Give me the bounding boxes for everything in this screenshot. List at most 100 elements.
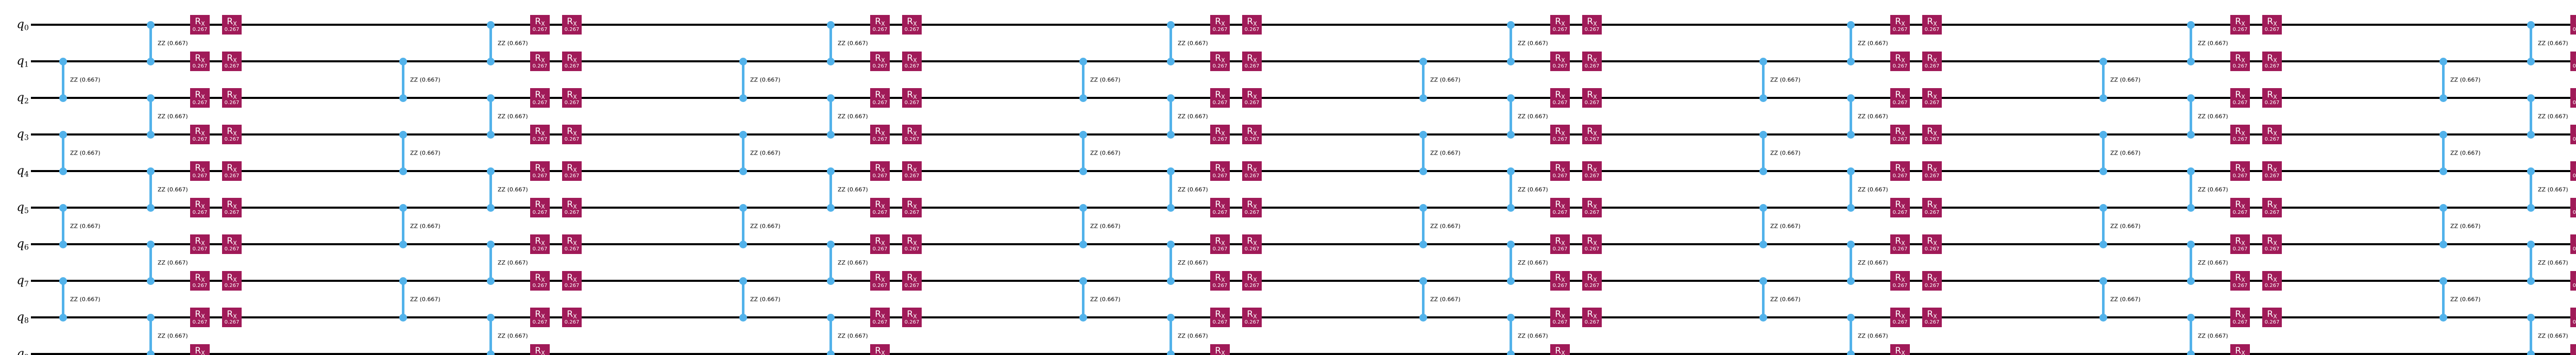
zz-control-dot-upper[interactable] bbox=[1507, 167, 1515, 175]
zz-control-dot-upper[interactable] bbox=[1167, 94, 1175, 102]
rx-gate-p0-rx-layer-1-q9[interactable]: RX0.533 bbox=[190, 344, 210, 355]
zz-control-dot-upper[interactable] bbox=[399, 204, 407, 212]
zz-control-dot-lower[interactable] bbox=[1079, 94, 1087, 102]
rx-gate-p7-rx-layer-1-q0[interactable]: RX0.267 bbox=[2570, 15, 2576, 35]
zz-control-dot-upper[interactable] bbox=[1079, 130, 1087, 139]
zz-control-dot-lower[interactable] bbox=[1847, 130, 1855, 139]
zz-control-dot-upper[interactable] bbox=[59, 130, 67, 139]
rx-gate-p5-rx-layer-1-q9[interactable]: RX0.533 bbox=[1890, 344, 1910, 355]
zz-control-dot-upper[interactable] bbox=[1419, 57, 1427, 65]
zz-control-dot-lower[interactable] bbox=[1419, 167, 1427, 175]
zz-control-dot-lower[interactable] bbox=[739, 240, 747, 248]
rx-gate-p4-rx-layer-1-q9[interactable]: RX0.533 bbox=[1550, 344, 1570, 355]
zz-control-dot-lower[interactable] bbox=[1079, 313, 1087, 322]
zz-control-dot-upper[interactable] bbox=[1167, 167, 1175, 175]
zz-control-dot-upper[interactable] bbox=[1419, 130, 1427, 139]
zz-control-dot-upper[interactable] bbox=[2439, 204, 2447, 212]
zz-control-dot-lower[interactable] bbox=[1507, 130, 1515, 139]
zz-control-dot-lower[interactable] bbox=[2187, 57, 2195, 65]
zz-control-dot-upper[interactable] bbox=[2439, 57, 2447, 65]
zz-control-dot-lower[interactable] bbox=[399, 313, 407, 322]
zz-control-dot-upper[interactable] bbox=[1507, 21, 1515, 29]
zz-control-dot-lower[interactable] bbox=[827, 130, 835, 139]
rx-gate-p7-rx-layer-1-q3[interactable]: RX0.267 bbox=[2570, 125, 2576, 144]
zz-control-dot-upper[interactable] bbox=[739, 57, 747, 65]
zz-control-dot-upper[interactable] bbox=[739, 204, 747, 212]
zz-control-dot-lower[interactable] bbox=[1759, 313, 1767, 322]
zz-control-dot-lower[interactable] bbox=[2527, 204, 2535, 212]
zz-control-dot-upper[interactable] bbox=[1759, 57, 1767, 65]
zz-control-dot-upper[interactable] bbox=[2099, 277, 2107, 285]
zz-control-dot-lower[interactable] bbox=[147, 350, 155, 355]
zz-control-dot-upper[interactable] bbox=[2527, 167, 2535, 175]
zz-control-dot-lower[interactable] bbox=[147, 204, 155, 212]
zz-control-dot-lower[interactable] bbox=[2439, 167, 2447, 175]
rx-gate-p7-rx-layer-1-q6[interactable]: RX0.267 bbox=[2570, 234, 2576, 254]
zz-control-dot-lower[interactable] bbox=[1419, 240, 1427, 248]
zz-control-dot-upper[interactable] bbox=[1419, 277, 1427, 285]
zz-control-dot-upper[interactable] bbox=[1167, 240, 1175, 248]
zz-control-dot-upper[interactable] bbox=[1507, 240, 1515, 248]
zz-control-dot-upper[interactable] bbox=[147, 94, 155, 102]
zz-control-dot-upper[interactable] bbox=[59, 277, 67, 285]
rx-gate-p2-rx-layer-1-q9[interactable]: RX0.533 bbox=[870, 344, 890, 355]
zz-control-dot-upper[interactable] bbox=[827, 240, 835, 248]
zz-control-dot-lower[interactable] bbox=[1079, 240, 1087, 248]
zz-control-dot-lower[interactable] bbox=[1167, 204, 1175, 212]
zz-control-dot-upper[interactable] bbox=[487, 94, 495, 102]
rx-gate-p6-rx-layer-1-q9[interactable]: RX0.533 bbox=[2230, 344, 2250, 355]
zz-control-dot-upper[interactable] bbox=[2187, 313, 2195, 322]
zz-control-dot-upper[interactable] bbox=[1167, 21, 1175, 29]
zz-control-dot-lower[interactable] bbox=[1419, 313, 1427, 322]
zz-control-dot-lower[interactable] bbox=[2187, 277, 2195, 285]
zz-control-dot-lower[interactable] bbox=[1507, 277, 1515, 285]
zz-control-dot-upper[interactable] bbox=[2099, 204, 2107, 212]
zz-control-dot-lower[interactable] bbox=[827, 350, 835, 355]
zz-control-dot-upper[interactable] bbox=[2527, 94, 2535, 102]
zz-control-dot-upper[interactable] bbox=[147, 313, 155, 322]
zz-control-dot-lower[interactable] bbox=[59, 94, 67, 102]
zz-control-dot-lower[interactable] bbox=[1079, 167, 1087, 175]
